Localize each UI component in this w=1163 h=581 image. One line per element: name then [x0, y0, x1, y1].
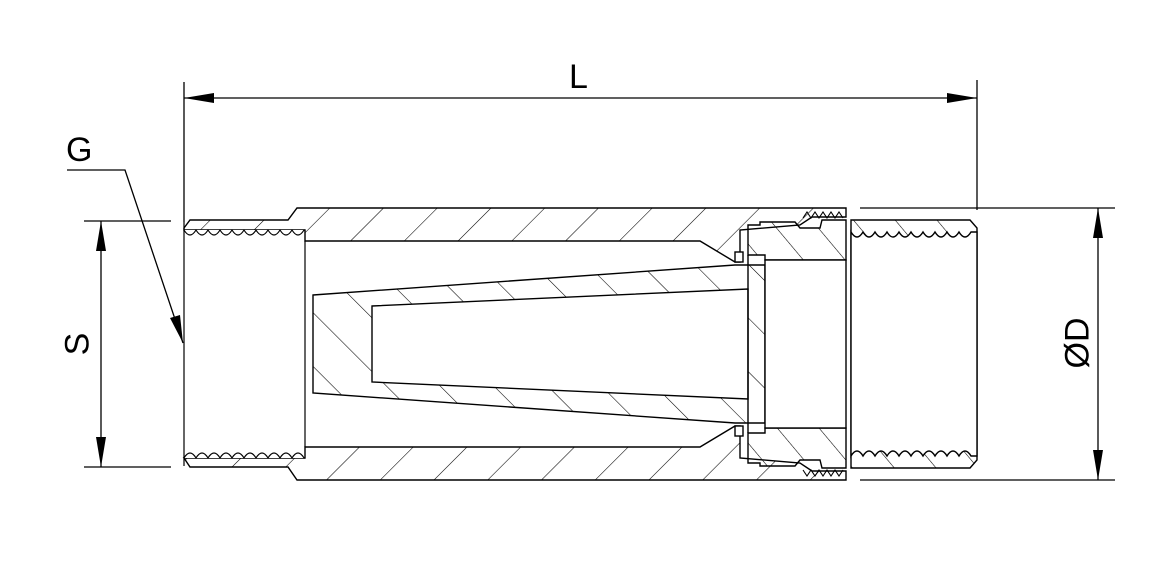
label-G: G	[66, 131, 93, 169]
dimension-OD	[860, 207, 1115, 481]
label-S: S	[58, 332, 97, 356]
dimension-L	[183, 80, 978, 222]
right-end	[850, 219, 978, 469]
label-OD: ØD	[1058, 317, 1097, 369]
nut-thread	[802, 211, 844, 477]
arrowhead-left	[184, 93, 214, 103]
body-lower-wall	[182, 425, 847, 481]
body-upper-wall	[183, 207, 847, 263]
arrowhead-right	[947, 93, 977, 103]
left-thread	[183, 222, 306, 466]
conical-insert	[312, 255, 766, 433]
dimension-S	[84, 220, 171, 468]
leader-G	[67, 169, 184, 344]
label-L: L	[569, 58, 588, 96]
seat-nut	[734, 219, 847, 469]
